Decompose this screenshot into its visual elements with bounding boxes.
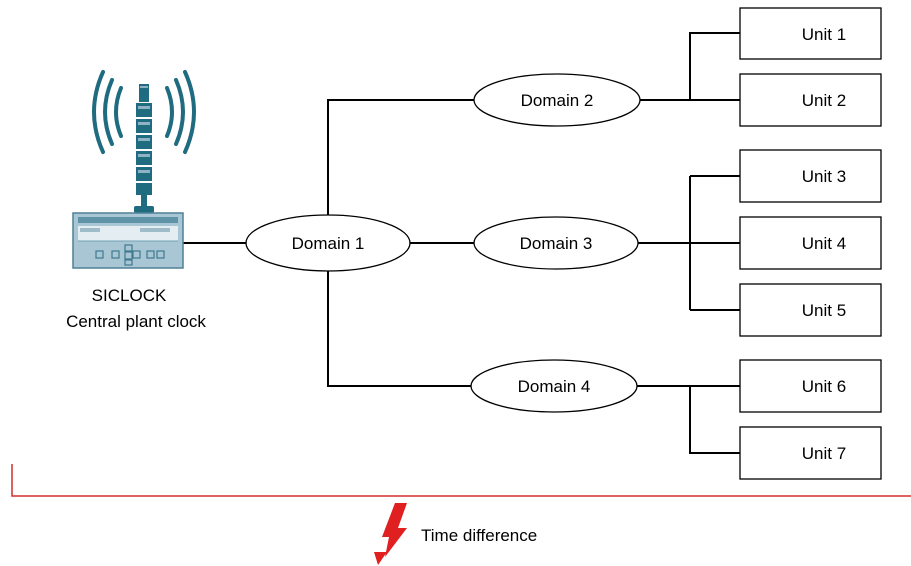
unit-6-label: Unit 6 bbox=[802, 377, 846, 396]
unit-1[interactable]: Unit 1 bbox=[739, 7, 882, 60]
unit-4-label: Unit 4 bbox=[802, 234, 846, 253]
clock-name: SICLOCK bbox=[92, 286, 167, 305]
domain-3[interactable]: Domain 3 bbox=[473, 216, 639, 270]
unit-6-box bbox=[739, 359, 882, 413]
domain-4[interactable]: Domain 4 bbox=[470, 359, 638, 413]
antenna-icon bbox=[134, 84, 154, 213]
unit-7[interactable]: Unit 7 bbox=[739, 426, 882, 480]
domain-1[interactable]: Domain 1 bbox=[245, 214, 411, 272]
unit-2[interactable]: Unit 2 bbox=[739, 73, 882, 127]
connection-domain-1-domain-4 bbox=[327, 271, 471, 387]
domain-1-shape bbox=[245, 214, 411, 272]
domain-2-label: Domain 2 bbox=[521, 91, 594, 110]
clock-description: Central plant clock bbox=[66, 312, 206, 331]
domain-3-shape bbox=[473, 216, 639, 270]
unit-5-label: Unit 5 bbox=[802, 301, 846, 320]
unit-3[interactable]: Unit 3 bbox=[739, 149, 882, 203]
unit-1-box bbox=[739, 7, 882, 60]
domain-3-label: Domain 3 bbox=[520, 234, 593, 253]
unit-5-box bbox=[739, 283, 882, 337]
unit-1-label: Unit 1 bbox=[802, 25, 846, 44]
connection-domain-4-unit-7 bbox=[689, 386, 740, 454]
unit-3-box bbox=[739, 149, 882, 203]
domain-4-shape bbox=[470, 359, 638, 413]
unit-5[interactable]: Unit 5 bbox=[739, 283, 882, 337]
domain-2[interactable]: Domain 2 bbox=[473, 73, 641, 127]
lightning-icon bbox=[374, 503, 407, 565]
domain-2-shape bbox=[473, 73, 641, 127]
domain-1-label: Domain 1 bbox=[292, 234, 365, 253]
unit-7-box bbox=[739, 426, 882, 480]
unit-7-label: Unit 7 bbox=[802, 444, 846, 463]
unit-2-label: Unit 2 bbox=[802, 91, 846, 110]
unit-4[interactable]: Unit 4 bbox=[739, 216, 882, 270]
time-difference-line bbox=[11, 464, 911, 497]
connections bbox=[182, 32, 740, 454]
unit-6[interactable]: Unit 6 bbox=[739, 359, 882, 413]
unit-4-box bbox=[739, 216, 882, 270]
unit-3-label: Unit 3 bbox=[802, 167, 846, 186]
domain-4-label: Domain 4 bbox=[518, 377, 591, 396]
radio-waves-icon bbox=[92, 70, 196, 154]
unit-2-box bbox=[739, 73, 882, 127]
radio-clock-icon bbox=[72, 70, 196, 269]
clock-device-icon bbox=[72, 212, 184, 269]
connection-domain-2-unit-1 bbox=[689, 32, 740, 100]
connection-domain-1-domain-2 bbox=[327, 99, 474, 215]
time-difference-label: Time difference bbox=[421, 526, 537, 545]
